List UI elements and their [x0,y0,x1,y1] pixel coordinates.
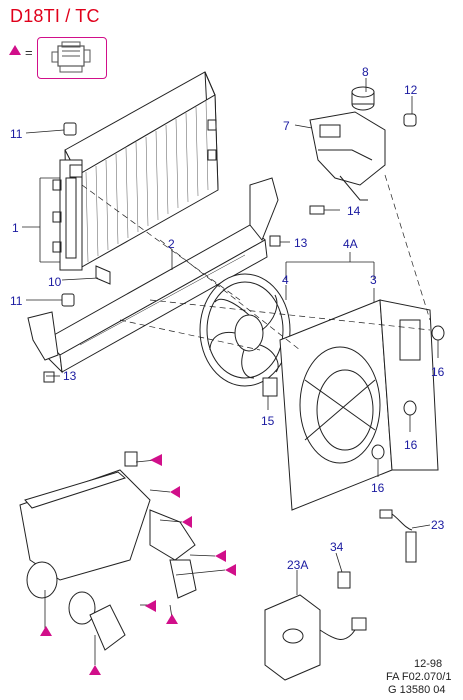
callout-34: 34 [330,540,344,554]
sensor-drawing [379,509,417,563]
footer-ref-1: FA F02.070/1 [386,671,452,683]
radiator-drawing [52,71,219,271]
callout-13-lower: 13 [63,369,77,383]
triangle-markers [40,454,236,675]
triangle-marker-icon [225,564,236,576]
triangle-marker-icon [89,665,101,675]
callout-15: 15 [261,414,275,428]
callout-11-bottom: 11 [10,294,23,308]
air-intake-drawing [19,451,197,651]
expansion-tank-drawing [309,111,386,201]
triangle-marker-icon [166,614,178,624]
crossmember-drawing [27,177,279,374]
callout-8: 8 [362,65,369,79]
bracket-drawing [264,571,367,681]
triangle-marker-icon [150,454,162,466]
callout-10: 10 [48,275,62,289]
callout-16-a: 16 [431,365,445,379]
callout-11-top: 11 [10,127,23,141]
callout-12: 12 [404,83,418,97]
callout-23a: 23A [287,558,309,572]
fan-drawing [199,273,291,387]
callout-16-b: 16 [404,438,418,452]
callout-4a: 4A [343,237,358,251]
callout-2: 2 [168,237,175,251]
triangle-marker-icon [40,626,52,636]
triangle-marker-icon [9,45,21,55]
callout-14: 14 [347,204,361,218]
engine-pictogram-icon [37,37,107,79]
callout-3: 3 [370,273,377,287]
triangle-marker-icon [145,600,156,612]
callout-13-upper: 13 [294,236,308,250]
callout-4: 4 [282,273,289,287]
fan-shroud-drawing [279,299,439,511]
footer-ref-2: G 13580 04 [388,684,446,696]
triangle-marker-icon [170,486,180,498]
filler-cap-drawing [351,86,375,111]
triangle-marker-icon [182,516,192,528]
callout-23: 23 [431,518,445,532]
triangle-marker-icon [215,550,226,562]
legend-equals: = [25,45,33,60]
callout-16-c: 16 [371,481,385,495]
footer-date: 12-98 [414,658,443,670]
callout-7: 7 [283,119,290,133]
callout-1: 1 [12,221,19,235]
diagram-title: D18TI / TC [10,6,100,26]
